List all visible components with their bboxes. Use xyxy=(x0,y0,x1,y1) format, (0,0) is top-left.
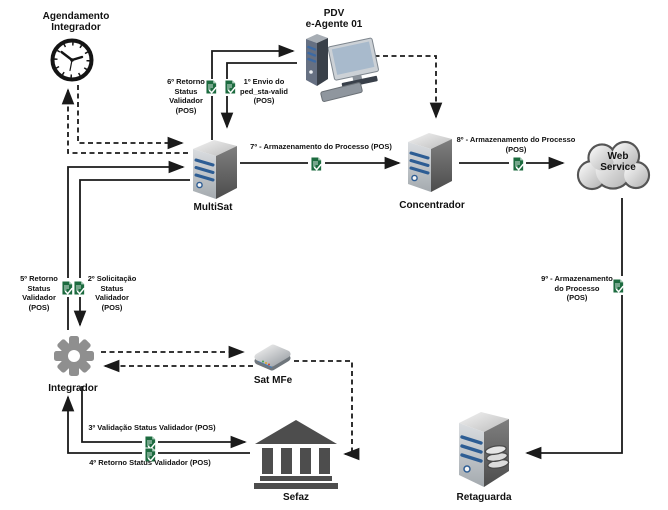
server-tower-icon-multisat xyxy=(189,137,241,206)
document-check-icon-f6 xyxy=(205,79,218,95)
cloud-icon xyxy=(569,134,659,201)
edge-3-validacao-integrador-to-sefaz xyxy=(81,386,142,443)
bank-icon xyxy=(254,419,338,494)
edge-pdv-to-concentrador-dashed xyxy=(366,55,443,119)
node-label-pdv: PDV e-Agente 01 xyxy=(305,8,363,30)
document-check-icon-f7 xyxy=(310,156,323,172)
node-label-webservice: Web Service xyxy=(600,151,636,173)
clock-icon xyxy=(49,37,95,88)
edge-satmfe-to-sefaz-dashed xyxy=(294,360,360,461)
edge-agendamento-to-multisat-dashed xyxy=(77,85,184,150)
flow-label-2-solicitacao: 2º Solicitação Status Validador (POS) xyxy=(87,274,137,312)
flow-label-6-retorno: 6º Retorno Status Validador (POS) xyxy=(167,77,205,115)
document-check-icon-f1 xyxy=(224,79,237,95)
database-server-icon xyxy=(455,407,513,494)
node-label-agendamento: Agendamento Integrador xyxy=(42,11,110,33)
edge-5-retorno-integrador-to-multisat-arrow xyxy=(67,160,185,278)
edge-multisat-to-agendamento-dashed xyxy=(61,88,188,154)
edge-4-retorno-sefaz-to-integrador-arrow xyxy=(61,395,142,454)
flow-label-3-validacao: 3º Validação Status Validador (POS) xyxy=(88,423,216,432)
node-label-concentrador: Concentrador xyxy=(399,200,465,211)
flow-label-5-retorno: 5º Retorno Status Validador (POS) xyxy=(20,274,58,312)
node-label-sefaz: Sefaz xyxy=(282,492,310,503)
flow-label-1-envio: 1º Envio do ped_sta-valid (POS) xyxy=(240,77,288,105)
document-check-icon-f8 xyxy=(512,156,525,172)
node-label-retaguarda: Retaguarda xyxy=(456,492,512,503)
flow-label-8-armazenamento: 8º - Armazenamento do Processo (POS) xyxy=(456,135,576,154)
node-label-multisat: MultiSat xyxy=(193,202,233,213)
flow-label-4-retorno: 4º Retorno Status Validador (POS) xyxy=(89,458,211,467)
flow-label-7-armazenamento: 7º - Armazenamento do Processo (POS) xyxy=(250,142,392,151)
flow-label-9-armazenamento: 9º - Armazenamento do Processo (POS) xyxy=(541,274,613,302)
desktop-computer-icon xyxy=(298,30,382,111)
gear-icon xyxy=(50,330,98,387)
edge-6-retorno-multisat-to-pdv-arrow xyxy=(211,44,295,79)
sat-device-icon xyxy=(251,343,293,378)
node-label-satmfe: Sat MFe xyxy=(253,375,293,386)
node-label-integrador: Integrador xyxy=(48,383,98,394)
edge-9-armazenamento-webservice-to-retaguarda-arrow xyxy=(525,295,623,460)
edge-1-envio-pdv-to-multisat xyxy=(226,62,297,79)
server-tower-icon-concentrador xyxy=(404,130,456,199)
document-check-icon-f2 xyxy=(73,280,86,296)
edge-2-solicitacao-multisat-to-integrador xyxy=(79,179,190,278)
document-check-icon-f9 xyxy=(612,278,625,294)
